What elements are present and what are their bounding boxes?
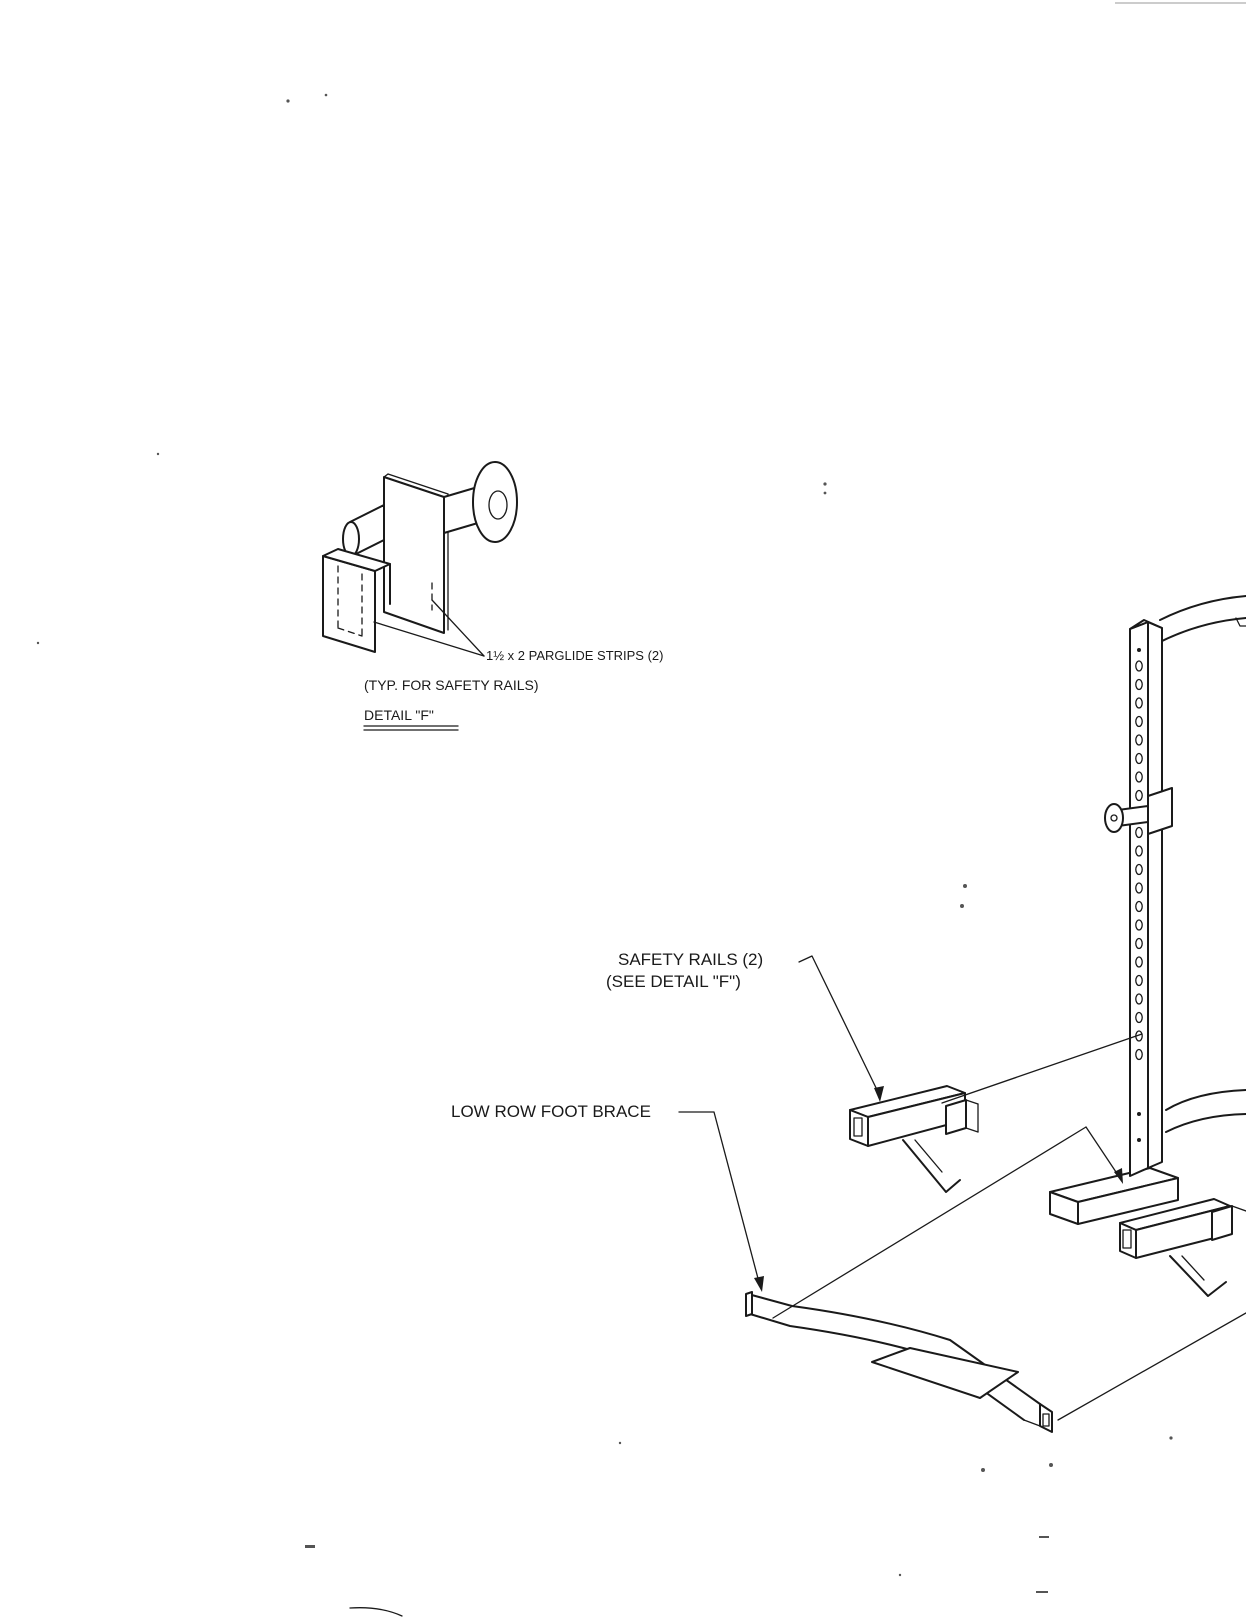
adjustment-hole bbox=[1135, 1011, 1143, 1024]
adjustment-hole bbox=[1135, 715, 1143, 728]
scan-specks bbox=[36, 93, 1173, 1593]
bolt-hole bbox=[1137, 1138, 1141, 1142]
adjustment-hole bbox=[1135, 956, 1143, 968]
leader-lines bbox=[678, 955, 1143, 1292]
safety-rails-note: (TYP. FOR SAFETY RAILS) bbox=[364, 677, 539, 693]
adjustment-hole bbox=[1135, 937, 1143, 950]
parglide-strips-callout: 1½ x 2 PARGLIDE STRIPS (2) bbox=[486, 648, 663, 663]
adjustment-hole bbox=[1135, 919, 1143, 931]
adjustment-hole bbox=[1135, 845, 1143, 857]
scan-stroke bbox=[349, 1607, 403, 1617]
adjustment-hole bbox=[1135, 771, 1143, 783]
low-row-foot-brace bbox=[745, 1291, 1053, 1433]
adjustment-hole bbox=[1135, 882, 1143, 894]
upright-post bbox=[1129, 619, 1163, 1177]
foot-brace-label: LOW ROW FOOT BRACE bbox=[451, 1102, 651, 1121]
adjustment-hole bbox=[1135, 752, 1143, 765]
upright-adjustment-holes bbox=[1135, 648, 1143, 1142]
adjustment-hole bbox=[1135, 863, 1143, 876]
bolt-hole bbox=[1137, 648, 1141, 652]
adjustment-hole bbox=[1135, 900, 1143, 913]
safety-rails-ref-label: (SEE DETAIL "F") bbox=[606, 972, 741, 991]
adjustment-hole bbox=[1135, 993, 1143, 1005]
lower-curved-tube bbox=[1165, 1089, 1246, 1133]
adjustment-hole bbox=[1135, 1048, 1143, 1061]
adjustment-hole bbox=[1135, 826, 1143, 839]
floor-outline bbox=[772, 1126, 1246, 1421]
adjustment-hole bbox=[1135, 697, 1143, 709]
detail-f-title: DETAIL "F" bbox=[364, 707, 434, 723]
upright-base-foot bbox=[1049, 1167, 1179, 1225]
adjustment-hole bbox=[1135, 678, 1143, 691]
adjustment-hole bbox=[1135, 789, 1143, 802]
adjustment-hole bbox=[1135, 974, 1143, 987]
safety-rail-right bbox=[1119, 1198, 1246, 1297]
safety-rail-left bbox=[849, 1085, 979, 1193]
adjustment-hole bbox=[1135, 734, 1143, 746]
post-pin bbox=[1104, 787, 1173, 835]
safety-rails-label: SAFETY RAILS (2) bbox=[618, 950, 763, 969]
detail-f-illustration bbox=[322, 461, 518, 657]
adjustment-hole bbox=[1135, 660, 1143, 672]
bolt-hole bbox=[1137, 1112, 1141, 1116]
top-arch-tube bbox=[1159, 595, 1246, 643]
